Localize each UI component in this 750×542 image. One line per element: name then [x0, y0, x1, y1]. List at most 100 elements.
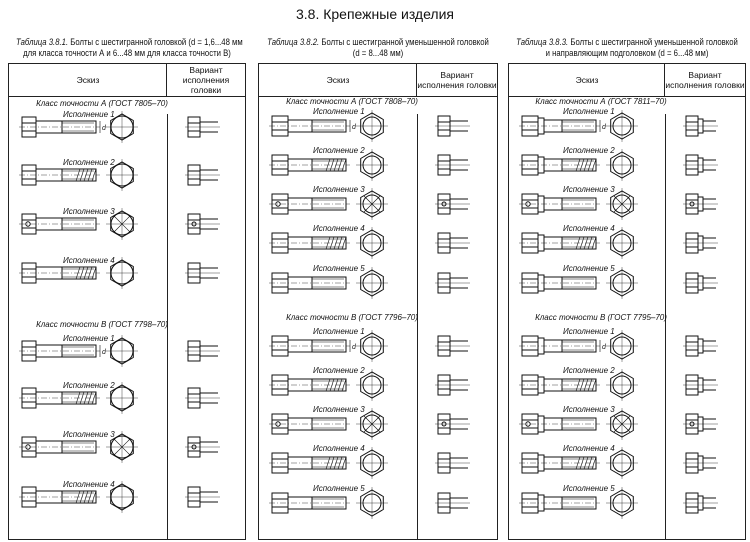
head-hole: [525, 421, 531, 427]
bolt-drawing: d: [269, 110, 388, 142]
dimension-label: d: [102, 349, 107, 356]
head-variant-view: [683, 413, 718, 435]
bolt-side-view: [19, 159, 138, 191]
head-variant-view: [683, 272, 718, 294]
head-variant-view: [435, 413, 470, 435]
accuracy-class-label: Класс точности В (ГОСТ 7796–70): [286, 313, 418, 322]
head-drawing: [185, 486, 220, 508]
variant-label: Исполнение 4: [313, 444, 365, 453]
dimension-label: d: [352, 124, 357, 131]
hex-end-view: [106, 481, 138, 513]
variant-label: Исполнение 3: [313, 185, 365, 194]
head-variant-view: [435, 374, 470, 396]
head-variant-view: [185, 436, 220, 458]
bolt-side-view: [269, 149, 388, 181]
variant-label: Исполнение 1: [63, 334, 115, 343]
accuracy-class-label: Класс точности А (ГОСТ 7811–70): [535, 97, 667, 106]
head-variant-view: [435, 115, 470, 137]
variant-label: Исполнение 1: [313, 107, 365, 116]
caption-line-2: и направляющим подголовком (d = 6...48 м…: [545, 48, 709, 58]
page-title: 3.8. Крепежные изделия: [295, 6, 454, 22]
variant-label: Исполнение 3: [63, 207, 115, 216]
variant-label: Исполнение 2: [63, 381, 115, 390]
table-caption: Таблица 3.8.2. Болты с шестигранной умен…: [266, 37, 490, 59]
bolt-side-view: [519, 267, 638, 299]
head-variant-view: [185, 213, 220, 235]
hex-end-view: [606, 447, 638, 479]
head-variant-view: [435, 232, 470, 254]
variant-label: Исполнение 3: [563, 185, 615, 194]
bolt-drawing: [269, 188, 388, 220]
head-drawing: [435, 193, 470, 215]
head-drawing: [435, 232, 470, 254]
bolt-drawing: [269, 369, 388, 401]
bolt-drawing: [269, 487, 388, 519]
head-drawing: [683, 374, 718, 396]
bolt-drawing: [269, 408, 388, 440]
hex-end-view: [606, 267, 638, 299]
variant-label: Исполнение 2: [313, 146, 365, 155]
hex-end-view: [356, 110, 388, 142]
accuracy-class-label: Класс точности В (ГОСТ 7798–70): [36, 320, 168, 329]
column-header-sketch: Эскиз: [76, 75, 100, 85]
hex-end-view: [606, 110, 638, 142]
table-caption: Таблица 3.8.1. Болты с шестигранной голо…: [16, 37, 243, 59]
head-hole: [275, 201, 281, 207]
bolt-side-view: [269, 369, 388, 401]
variant-label: Исполнение 2: [563, 366, 615, 375]
dimension-label: d: [602, 344, 607, 351]
variant-label: Исполнение 3: [563, 405, 615, 414]
variant-label: Исполнение 1: [313, 327, 365, 336]
hex-end-view: [356, 188, 388, 220]
head-variant-view: [683, 115, 718, 137]
head-variant-view: [435, 193, 470, 215]
variant-label: Исполнение 5: [563, 264, 615, 273]
bolt-drawing: [19, 431, 138, 463]
bolt-side-view: d: [269, 330, 388, 362]
caption-line-2: (d = 8...48 мм): [352, 48, 404, 58]
bolt-drawing: [519, 227, 638, 259]
bolt-side-view: [269, 408, 388, 440]
head-variant-view: [185, 262, 220, 284]
head-drawing: [683, 335, 718, 357]
hex-end-view: [356, 149, 388, 181]
hex-end-view: [106, 431, 138, 463]
column-header-variant: Вариант исполнения головки: [416, 64, 497, 96]
bolt-side-view: [519, 149, 638, 181]
head-drawing: [435, 115, 470, 137]
hex-end-view: [356, 267, 388, 299]
bolt-side-view: [519, 369, 638, 401]
head-drawing: [185, 387, 220, 409]
head-drawing: [185, 436, 220, 458]
bolt-drawing: [19, 159, 138, 191]
bolt-drawing: d: [519, 110, 638, 142]
accuracy-class-label: Класс точности В (ГОСТ 7795–70): [535, 313, 667, 322]
head-drawing: [185, 262, 220, 284]
bolt-side-view: [519, 227, 638, 259]
bolt-side-view: [269, 188, 388, 220]
hex-end-view: [606, 188, 638, 220]
table-number: Таблица 3.8.2.: [267, 37, 320, 47]
variant-label: Исполнение 4: [63, 480, 115, 489]
head-variant-view: [185, 340, 220, 362]
bolt-side-view: [519, 188, 638, 220]
variant-label: Исполнение 5: [313, 264, 365, 273]
bolt-side-view: d: [519, 330, 638, 362]
variant-label: Исполнение 2: [563, 146, 615, 155]
head-variant-view: [185, 387, 220, 409]
bolt-drawing: [269, 227, 388, 259]
hex-end-view: [606, 487, 638, 519]
hex-end-view: [106, 159, 138, 191]
accuracy-class-label: Класс точности А (ГОСТ 7805–70): [36, 99, 168, 108]
bolt-drawing: [519, 447, 638, 479]
bolt-side-view: [519, 408, 638, 440]
head-variant-view: [185, 164, 220, 186]
column-divider: [665, 114, 666, 539]
table-caption: Таблица 3.8.3. Болты с шестигранной умен…: [516, 37, 738, 59]
dimension-label: d: [352, 344, 357, 351]
variant-label: Исполнение 2: [313, 366, 365, 375]
